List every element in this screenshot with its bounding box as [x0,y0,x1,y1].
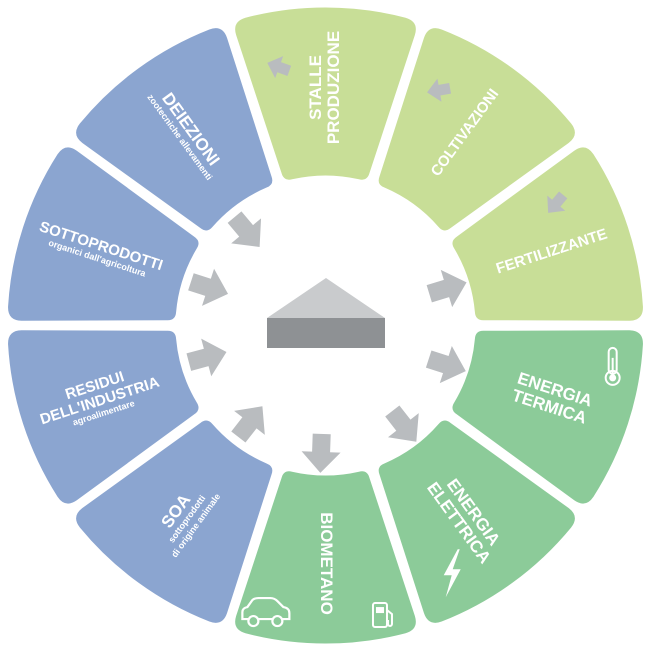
segment-shape [8,330,199,504]
digester-roof [267,278,385,318]
cycle-arrow [547,191,568,213]
thermometer-icon [604,346,621,386]
segment-shape [235,471,416,644]
segment-biometano: BIOMETANO [235,471,416,644]
cycle-arrow [267,56,292,79]
segment-shape [235,7,416,180]
flow-arrows [186,56,568,473]
segment-shape [378,28,575,231]
digester-icon [267,278,385,348]
segment-coltivazioni: COLTIVAZIONI [378,28,575,231]
flow-arrow [425,346,466,384]
segment-fertilizzante: FERTILIZZANTE [452,147,643,321]
segment-shape [452,147,643,321]
fuel-pump-icon [371,602,393,629]
flow-arrow [301,433,341,473]
flow-arrow [188,268,229,306]
segment-shape [76,420,273,623]
flow-arrow [426,269,467,308]
flow-arrow [231,406,265,443]
segment-title: STALLE [306,55,325,120]
segment-shape [378,420,575,623]
segment-shape [76,28,273,231]
lightning-bolt-icon [443,549,461,598]
segment-label: BIOMETANO [317,512,336,615]
digester-base [267,318,385,348]
segment-shape [452,330,643,504]
flow-arrow [227,211,262,247]
flow-arrow [385,405,419,442]
segment-title: BIOMETANO [317,512,336,615]
segment-shape [8,147,199,321]
segment-title: PRODUZIONE [324,31,343,144]
flow-arrow [186,338,227,377]
cycle-arrow [427,78,452,102]
car-icon [241,596,291,628]
